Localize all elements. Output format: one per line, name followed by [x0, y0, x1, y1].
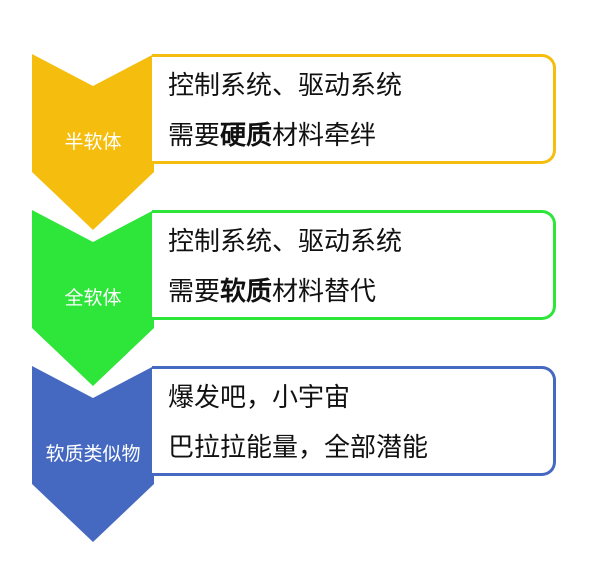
stage-2-arrow: 全软体 [32, 210, 154, 388]
chevron-shape [32, 210, 154, 386]
stage-2-label: 全软体 [64, 287, 122, 309]
chevron-shape [32, 366, 154, 542]
stage-1-label: 半软体 [64, 131, 122, 153]
stage-3-line-2-prefix: 巴拉拉能量，全部潜能 [168, 433, 429, 463]
stage-3-box: 爆发吧，小宇宙 巴拉拉能量，全部潜能 [152, 366, 556, 476]
stage-2-line-2-suffix: 材料替代 [272, 277, 377, 307]
stage-3-line-2: 巴拉拉能量，全部潜能 [168, 431, 428, 465]
chevron-shape [32, 54, 154, 230]
stage-3-label: 软质类似物 [45, 443, 141, 465]
stage-1-line-2-suffix: 材料牵绊 [272, 121, 377, 151]
stage-2-line-1: 控制系统、驱动系统 [168, 227, 403, 257]
stage-1-arrow: 半软体 [32, 54, 154, 232]
stage-1-line-1: 控制系统、驱动系统 [168, 71, 403, 101]
stage-2-line-2: 需要软质材料替代 [168, 275, 376, 309]
stage-3-line-1: 爆发吧，小宇宙 [168, 383, 351, 413]
stage-2-box: 控制系统、驱动系统 需要软质材料替代 [152, 210, 556, 320]
stage-3-arrow: 软质类似物 [32, 366, 154, 544]
stage-1-line-2: 需要硬质材料牵绊 [168, 119, 376, 153]
stage-2-line-2-prefix: 需要 [168, 277, 221, 307]
stage-2-line-2-bold: 软质 [220, 277, 273, 307]
stage-1-line-2-bold: 硬质 [220, 121, 273, 151]
stage-1-box: 控制系统、驱动系统 需要硬质材料牵绊 [152, 54, 556, 164]
stage-1-line-2-prefix: 需要 [168, 121, 221, 151]
